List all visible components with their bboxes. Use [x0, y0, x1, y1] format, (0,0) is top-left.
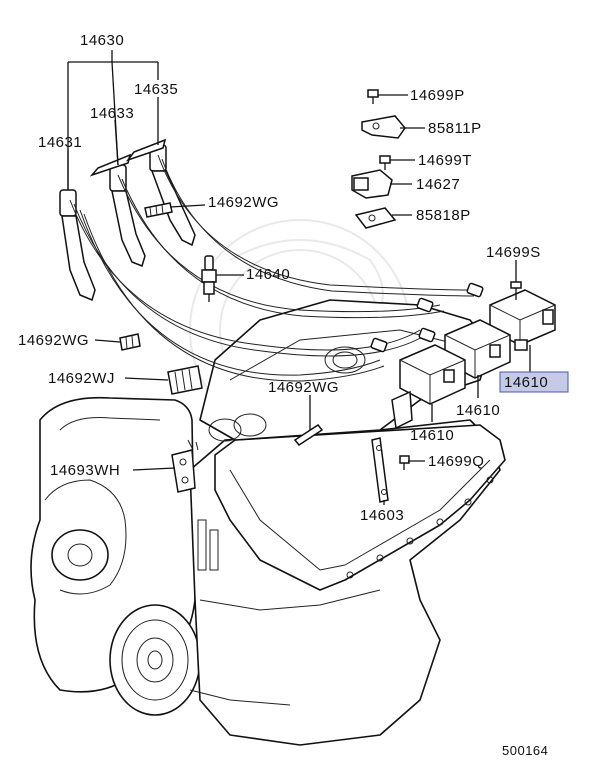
part-labels: 14630 14635 14633 14631 14692WG 14640 14… [18, 32, 548, 524]
label-14640[interactable]: 14640 [246, 266, 290, 283]
label-14692wj[interactable]: 14692WJ [48, 370, 115, 387]
label-14692wg-mid[interactable]: 14692WG [268, 379, 339, 396]
label-14699q[interactable]: 14699Q [428, 453, 484, 470]
spark-plug-wires [59, 138, 484, 382]
label-14693wh[interactable]: 14693WH [50, 462, 120, 479]
label-14610-b[interactable]: 14610 [456, 402, 500, 419]
bolt-14699t [379, 155, 391, 170]
label-85811p[interactable]: 85811P [428, 120, 482, 137]
label-14699p[interactable]: 14699P [410, 87, 465, 104]
bracket-14693wh [171, 439, 199, 493]
label-14610-c[interactable]: 14610 [410, 427, 454, 444]
bolt-14699q [399, 455, 410, 470]
label-14610-highlighted[interactable]: 14610 [504, 374, 548, 391]
bracket-85818p [354, 207, 397, 229]
figure-id: 500164 [502, 743, 548, 758]
bracket-85811p [361, 115, 406, 139]
label-14699s[interactable]: 14699S [486, 244, 541, 261]
label-14631[interactable]: 14631 [38, 134, 82, 151]
label-14692wg-left[interactable]: 14692WG [18, 332, 89, 349]
bolt-14699p [367, 89, 379, 104]
label-14635[interactable]: 14635 [134, 81, 178, 98]
label-85818p[interactable]: 85818P [416, 207, 471, 224]
sensor-14627 [351, 169, 393, 199]
plug-boot-14631 [59, 189, 96, 302]
label-14630[interactable]: 14630 [80, 32, 124, 49]
engine-block [30, 299, 506, 746]
label-14627[interactable]: 14627 [416, 176, 460, 193]
wire-clip-14692wg-a [144, 202, 173, 218]
spark-plug-14640 [201, 255, 217, 302]
plug-boot-14633 [109, 164, 146, 268]
label-14603[interactable]: 14603 [360, 507, 404, 524]
ignition-coil-14610-c [391, 344, 466, 430]
label-14633[interactable]: 14633 [90, 105, 134, 122]
plug-boot-14635 [149, 144, 196, 247]
wire-clip-14692wg-b [119, 333, 141, 351]
label-14699t[interactable]: 14699T [418, 152, 472, 169]
highlight-box-14610 [499, 371, 569, 393]
label-14692wg-top[interactable]: 14692WG [208, 194, 279, 211]
wire-clip-14692wj [167, 365, 203, 395]
bracket-14603 [371, 437, 389, 503]
ignition-coil-14610-a [489, 289, 556, 351]
leader-lines [67, 50, 531, 505]
